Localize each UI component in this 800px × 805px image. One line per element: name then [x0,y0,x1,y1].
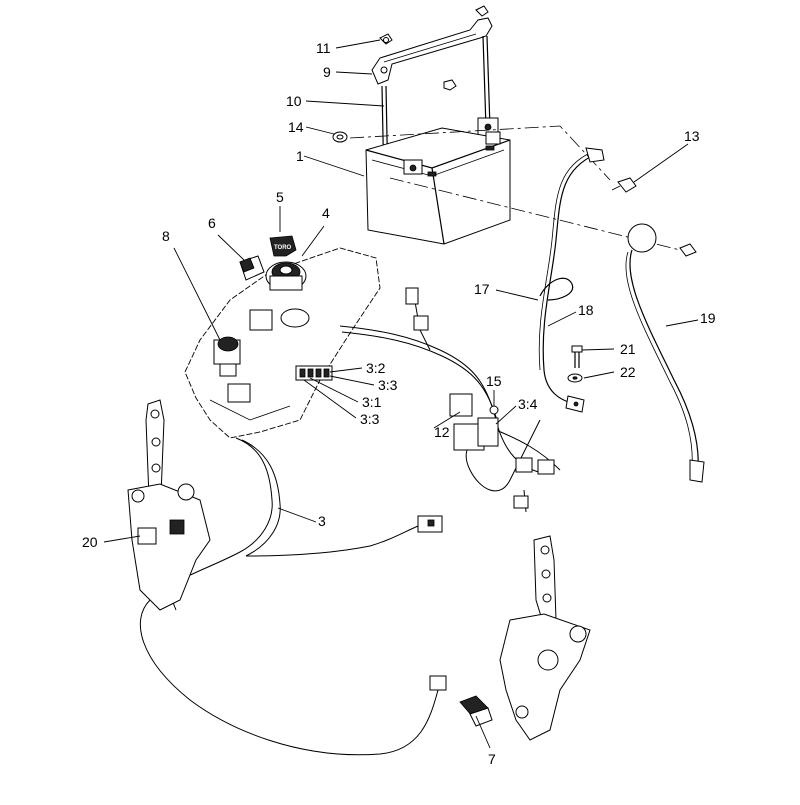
callout-14: 14 [288,119,304,135]
callout-18: 18 [578,302,594,318]
pto-switch [213,336,241,377]
callout-13: 13 [684,128,700,144]
relay [449,393,499,451]
callout-15: 15 [486,373,502,389]
callout-1: 1 [296,148,304,164]
washer-14 [332,131,348,143]
screw-15 [489,405,499,415]
switch-6 [239,255,265,281]
bolt-21 [571,345,583,368]
connector-block [295,365,333,381]
washer-22 [567,373,583,383]
callout-12: 12 [434,424,450,440]
wing-nut-top-right [475,5,489,17]
switch-7 [429,675,493,727]
callout-22: 22 [620,364,636,380]
callout-6: 6 [208,215,216,231]
control-panel [184,247,381,439]
callout-19: 19 [700,310,716,326]
key-logo: TORO [274,245,292,251]
callout-11: 11 [316,40,331,56]
callout-3-1: 3:1 [362,394,382,410]
callout-3-3-b: 3:3 [360,411,380,427]
callout-7: 7 [488,751,496,767]
callout-3-3-a: 3:3 [378,377,398,393]
callout-3-4: 3:4 [518,396,538,412]
callout-4: 4 [322,205,330,221]
battery-hold-down-bracket [371,17,493,85]
cable-loop-17 [539,277,574,301]
callout-5: 5 [276,189,284,205]
ignition-key: TORO [269,235,297,257]
callout-8: 8 [162,228,170,244]
switch-20 [137,519,185,545]
callout-9: 9 [323,64,331,80]
callout-3: 3 [318,513,326,529]
bolt-13 [611,177,637,193]
battery-cable-19 [625,223,705,483]
battery-cable-18 [538,147,605,413]
callout-17: 17 [474,281,490,297]
lever-bracket-right [499,535,591,741]
ignition-switch [265,261,307,291]
callout-labels: 11 9 10 14 1 13 5 6 4 8 17 18 19 21 22 3… [82,40,716,767]
lever-bracket-left [127,399,211,611]
callout-10: 10 [286,93,302,109]
nut-on-bracket [443,79,457,91]
callout-21: 21 [620,341,636,357]
battery [365,127,511,245]
harness-connector-top [405,287,429,331]
hold-down-rod-right [477,35,499,137]
harness-connector-cluster [513,457,555,509]
wing-nut-11 [379,33,393,45]
callout-3-2: 3:2 [366,360,386,376]
harness-connector-end [417,515,443,533]
leader-lines [103,39,699,749]
callout-20: 20 [82,534,98,550]
